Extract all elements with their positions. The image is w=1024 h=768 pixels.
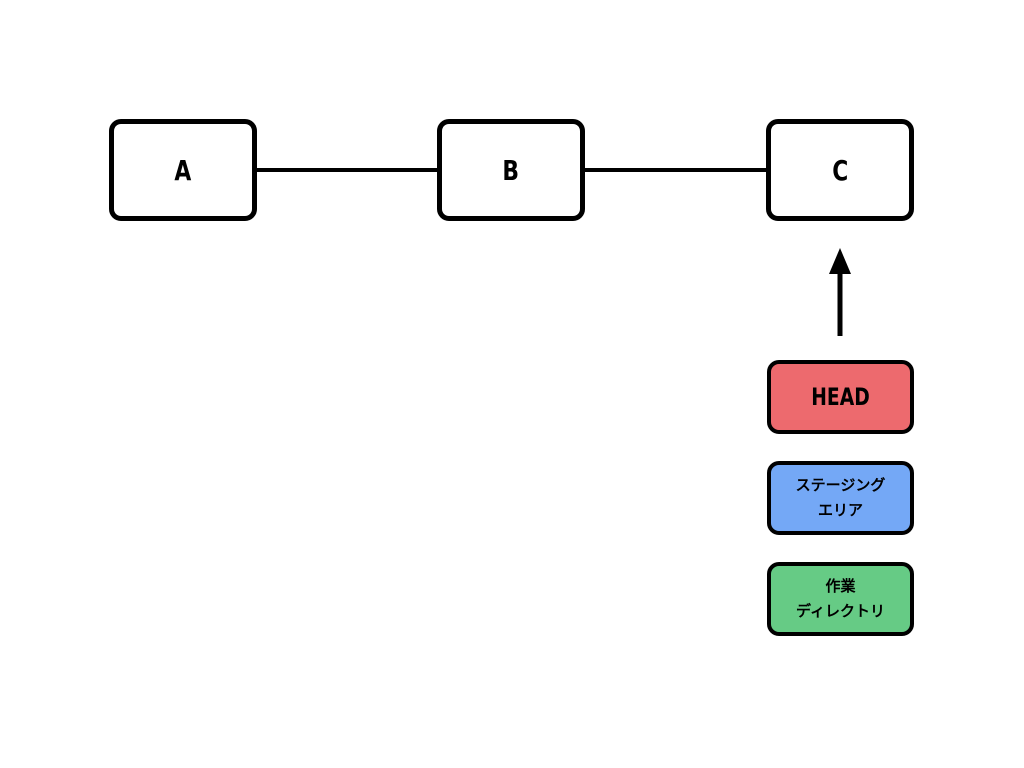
commit-label: A — [174, 153, 192, 187]
arrow-shaft — [837, 272, 843, 336]
commit-node-a: A — [109, 119, 257, 221]
staging-area-box: ステージング エリア — [767, 461, 914, 535]
head-ref: HEAD — [767, 360, 914, 434]
staging-area-label-line2: エリア — [817, 501, 863, 519]
commit-node-c: C — [766, 119, 914, 221]
commit-node-b: B — [437, 119, 585, 221]
working-directory-label-line1: 作業 — [825, 577, 856, 595]
arrow-up-icon — [829, 248, 851, 336]
working-directory-label-line2: ディレクトリ — [796, 602, 885, 620]
connector-a-b — [256, 168, 440, 172]
arrow-head — [829, 248, 851, 274]
head-label: HEAD — [811, 382, 870, 411]
commit-label: C — [831, 153, 849, 187]
staging-area-label-line1: ステージング — [795, 476, 886, 494]
connector-b-c — [584, 168, 768, 172]
commit-label: B — [502, 153, 520, 187]
working-directory-box: 作業 ディレクトリ — [767, 562, 914, 636]
